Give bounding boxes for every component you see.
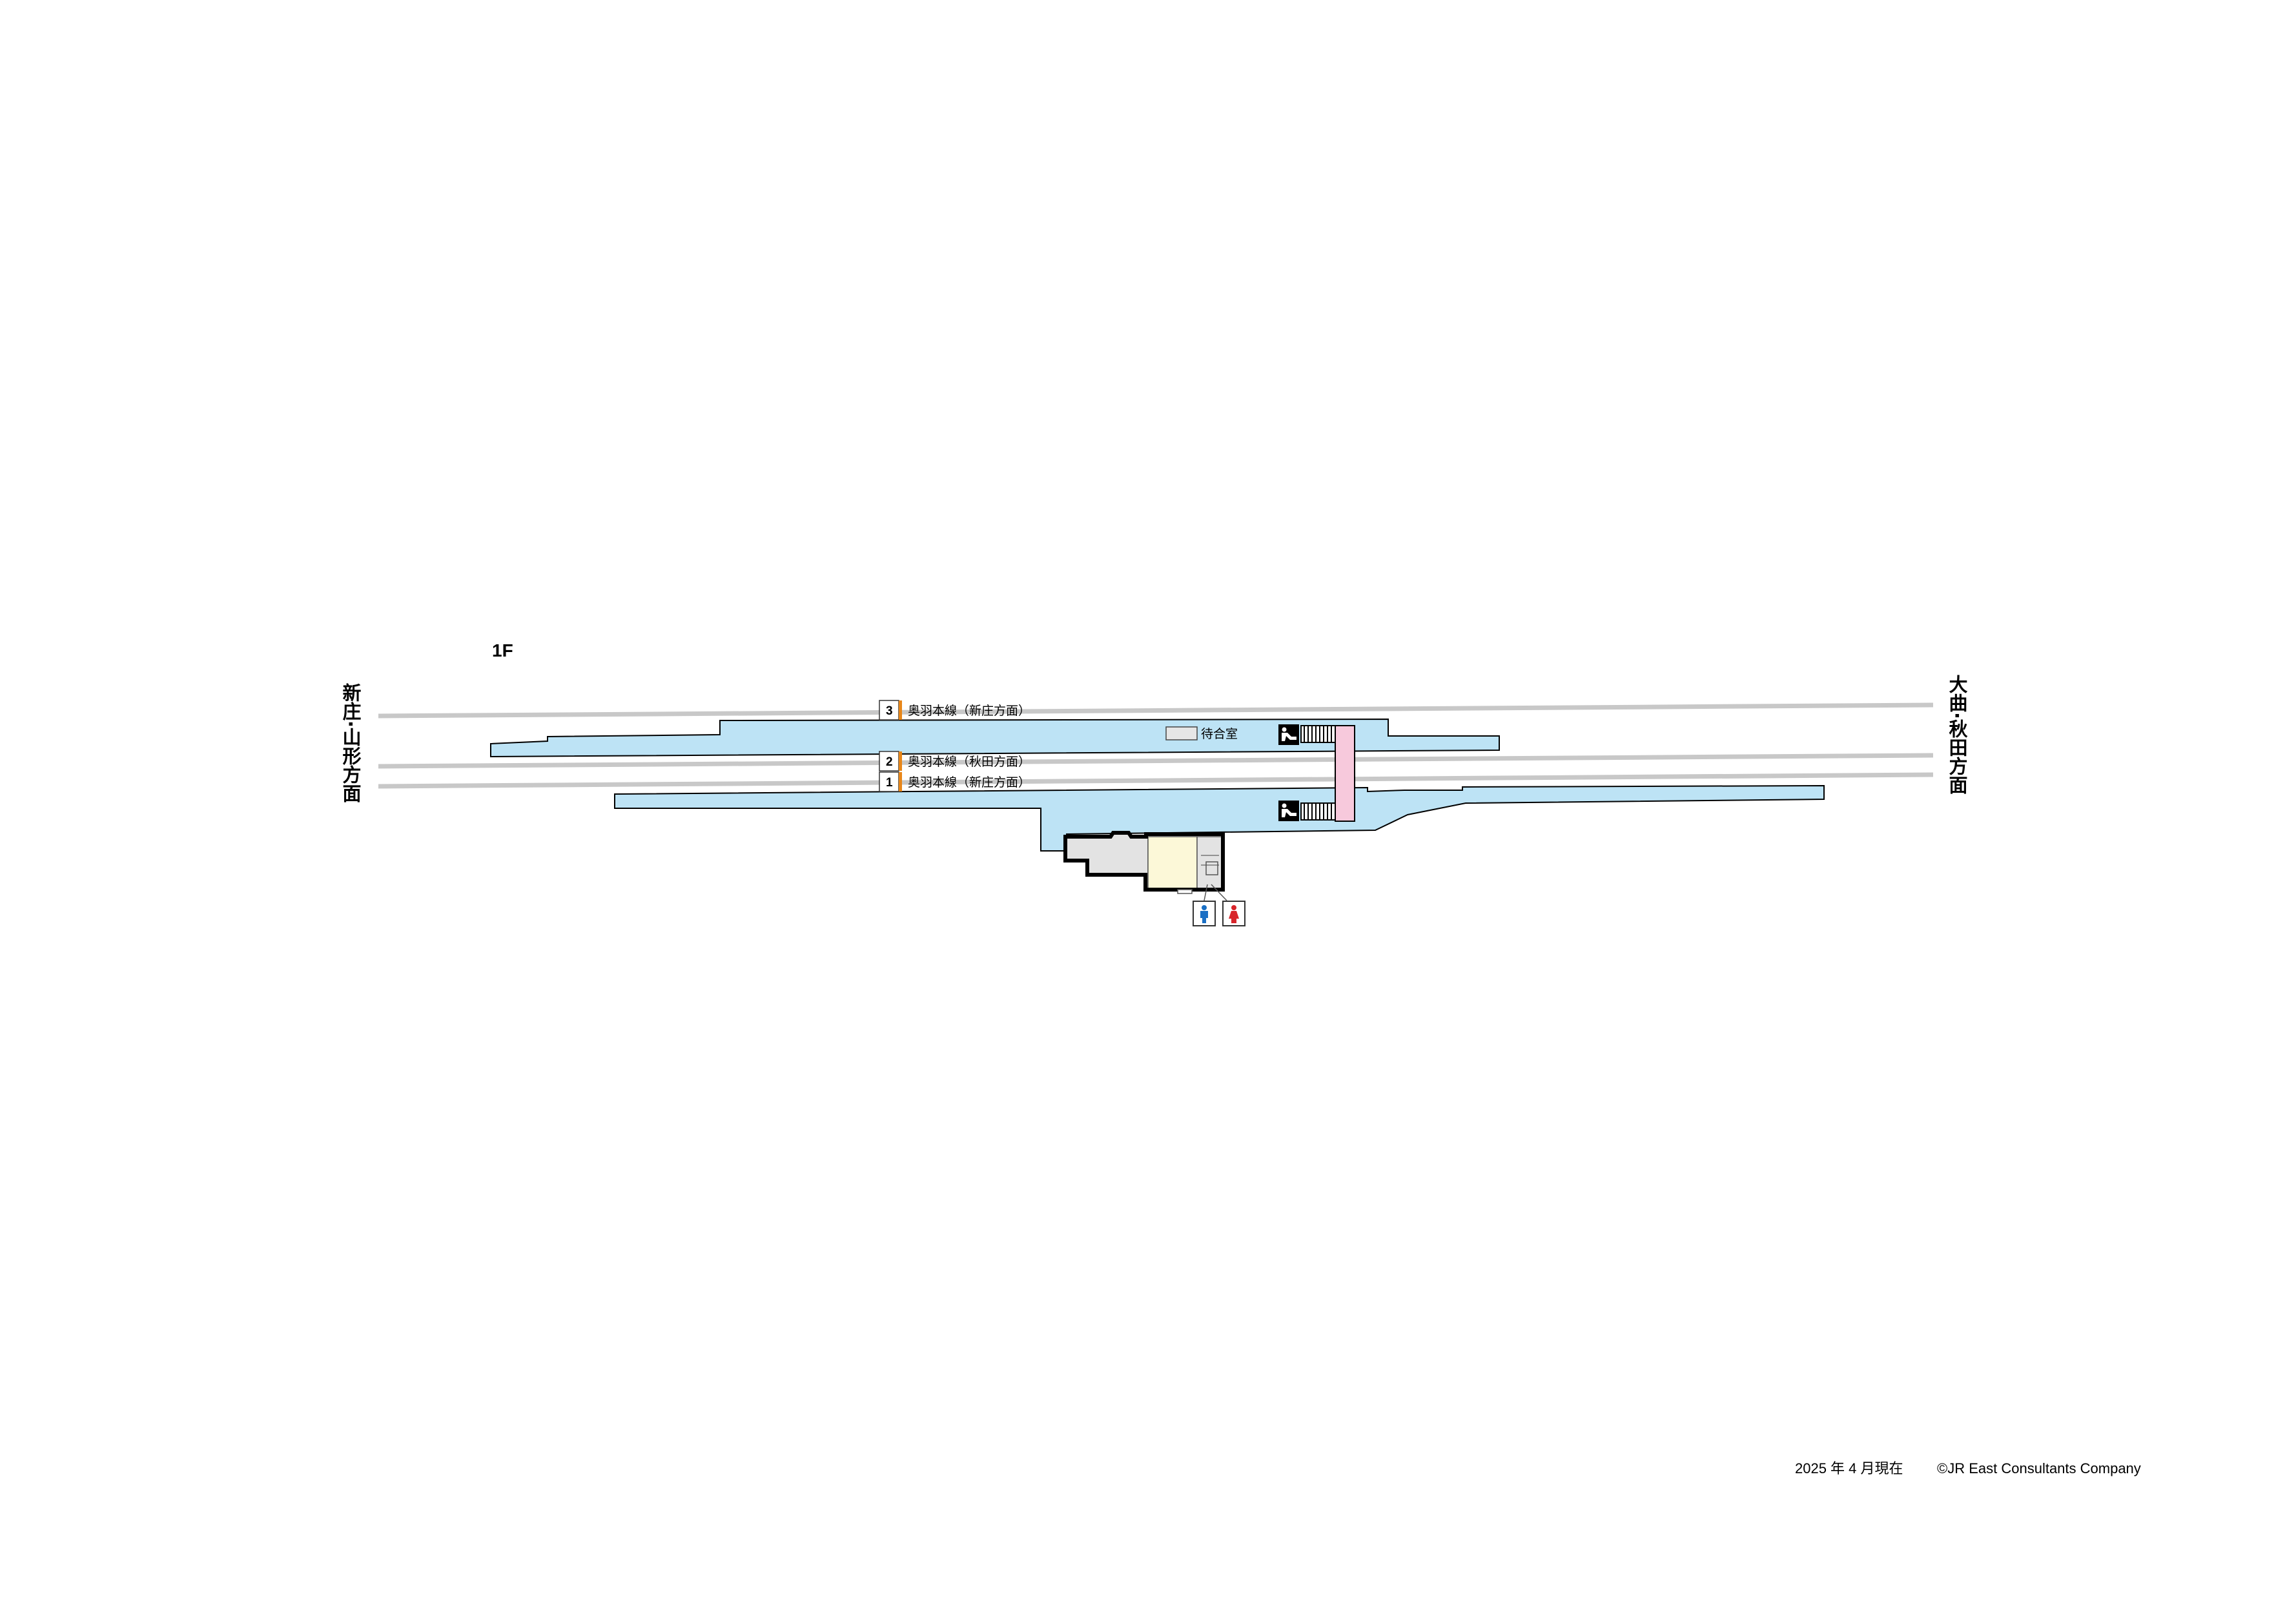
platform-number: 1	[886, 776, 893, 790]
escalator-icon	[1278, 801, 1299, 821]
track-2	[378, 753, 1934, 769]
station-building	[1063, 831, 1227, 901]
platform-number: 3	[886, 704, 893, 718]
track-3	[378, 702, 1934, 719]
footer-date: 2025 年 4 月現在	[1795, 1460, 1903, 1476]
platform-1-sign: 1 奥羽本線（新庄方面）	[879, 771, 1030, 792]
waiting-room-box	[1165, 726, 1198, 740]
restroom-women-icon	[1222, 901, 1245, 926]
direction-right-label: 大曲·秋田方面	[1946, 675, 1968, 795]
platform-2-sign: 2 奥羽本線（秋田方面）	[879, 751, 1030, 771]
stairs-upper	[1300, 725, 1336, 743]
floor-label: 1F	[492, 640, 513, 660]
direction-left-label: 新庄·山形方面	[340, 683, 362, 803]
upper-platform	[490, 718, 1500, 758]
stairs-lower	[1300, 802, 1336, 821]
platform-line-label: 奥羽本線（秋田方面）	[908, 755, 1030, 769]
restroom-men-icon	[1193, 901, 1216, 926]
platform-line-label: 奥羽本線（新庄方面）	[908, 704, 1030, 718]
footer-copyright: ©JR East Consultants Company	[1937, 1460, 2141, 1476]
platform-number: 2	[886, 755, 893, 769]
lower-platform	[614, 784, 1825, 852]
platform-line-label: 奥羽本線（新庄方面）	[908, 775, 1030, 790]
track-1	[378, 772, 1934, 789]
waiting-room-label: 待合室	[1201, 727, 1238, 741]
escalator-icon	[1278, 724, 1299, 745]
platform-3-sign: 3 奥羽本線（新庄方面）	[879, 700, 1030, 720]
footbridge	[1335, 725, 1355, 822]
